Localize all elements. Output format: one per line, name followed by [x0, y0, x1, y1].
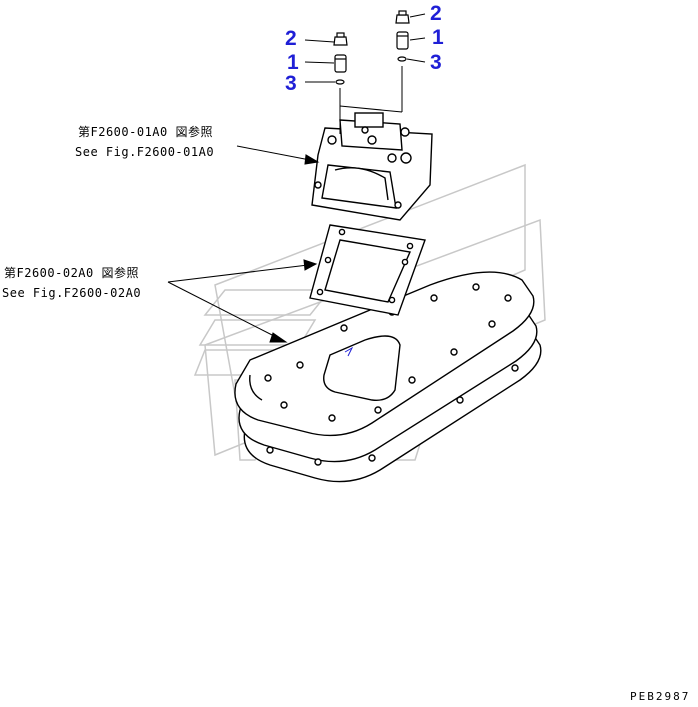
fitting-washer-right: [397, 56, 407, 62]
valve-body: [311, 112, 433, 221]
fitting-washer-left: [335, 79, 345, 85]
fitting-connector-left: [334, 54, 347, 73]
fitting-cap-left: [333, 32, 348, 46]
upper-gasket: [309, 224, 426, 316]
upper-reference-jp: 第F2600-01A0 図参照: [78, 125, 213, 139]
lower-reference-en: See Fig.F2600-02A0: [2, 286, 142, 300]
fitting-cap-right: [395, 10, 410, 24]
upper-reference-en: See Fig.F2600-01A0: [75, 145, 215, 159]
reference-arrows: [167, 145, 320, 343]
callout-3-right: 3: [430, 51, 442, 74]
fitting-connector-right: [396, 31, 409, 50]
drawing-code: PEB2987: [630, 690, 691, 703]
callout-2-right: 2: [430, 2, 442, 25]
callout-leaders: [304, 13, 426, 83]
assembly-lines: [339, 66, 403, 134]
callout-1-left: 1: [287, 51, 299, 74]
lower-reference-jp: 第F2600-02A0 図参照: [4, 266, 139, 280]
lower-plate-top: [234, 271, 535, 466]
callout-1-right: 1: [432, 26, 444, 49]
blue-mark: [344, 346, 354, 357]
callout-3-left: 3: [285, 72, 297, 95]
callout-2-left: 2: [285, 27, 297, 50]
